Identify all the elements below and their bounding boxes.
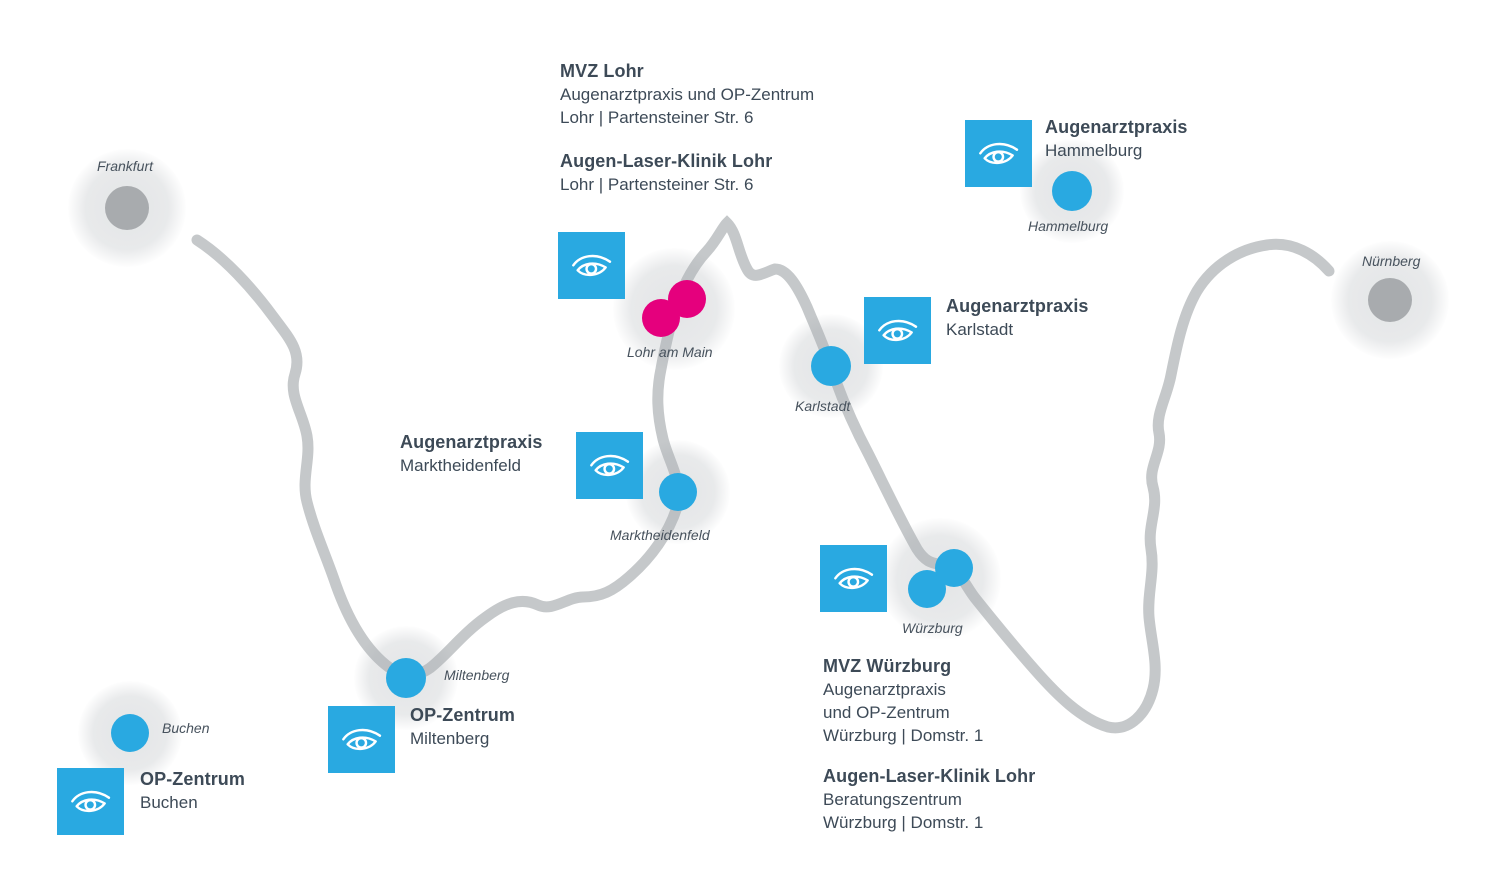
town-label-karlstadt: Karlstadt xyxy=(795,398,851,414)
town-label-buchen: Buchen xyxy=(162,720,210,736)
city-marker-frankfurt xyxy=(105,186,149,230)
clinic-line: Karlstadt xyxy=(946,320,1014,339)
clinic-line: Buchen xyxy=(140,793,198,812)
town-label-hammelburg: Hammelburg xyxy=(1028,218,1109,234)
eye-logo-icon-hammelburg xyxy=(965,120,1032,187)
clinic-title: Augenarztpraxis xyxy=(400,432,543,452)
clinic-line: Lohr | Partensteiner Str. 6 xyxy=(560,108,754,127)
clinic-title: OP-Zentrum xyxy=(140,769,246,789)
eye-logo-icon-marktheidenfeld xyxy=(576,432,643,499)
town-marker-miltenberg xyxy=(386,658,426,698)
clinic-line: Beratungszentrum xyxy=(823,790,962,809)
town-marker-marktheidenfeld xyxy=(659,473,697,511)
clinic-line: Augenarztpraxis xyxy=(823,680,946,699)
eye-logo-icon-buchen xyxy=(57,768,124,835)
clinic-line: und OP-Zentrum xyxy=(823,703,950,722)
eye-logo-icon-karlstadt xyxy=(864,297,931,364)
town-label-lohr-am-main: Lohr am Main xyxy=(627,344,713,360)
clinic-label-karlstadt: Augenarztpraxis Karlstadt xyxy=(946,295,1089,341)
town-marker-buchen xyxy=(111,714,149,752)
clinic-line: Miltenberg xyxy=(410,729,490,748)
town-label-nuernberg: Nürnberg xyxy=(1362,253,1421,269)
clinic-line: Hammelburg xyxy=(1045,141,1143,160)
clinic-line: Marktheidenfeld xyxy=(400,456,521,475)
clinic-label-miltenberg: OP-Zentrum Miltenberg xyxy=(410,704,515,750)
town-label-marktheidenfeld: Marktheidenfeld xyxy=(610,527,710,543)
eye-logo-icon-lohr xyxy=(558,232,625,299)
clinic-label-augen-laser-klinik-wuerzburg: Augen-Laser-Klinik Lohr Beratungszentrum… xyxy=(823,765,1035,834)
clinic-line: Würzburg | Domstr. 1 xyxy=(823,813,984,832)
clinic-label-buchen: OP-Zentrum Buchen xyxy=(140,768,245,814)
clinic-title: MVZ Würzburg xyxy=(823,656,952,676)
clinic-line: Augenarztpraxis und OP-Zentrum xyxy=(560,85,815,104)
clinic-label-hammelburg: Augenarztpraxis Hammelburg xyxy=(1045,116,1188,162)
town-marker-karlstadt xyxy=(811,346,851,386)
town-label-wuerzburg: Würzburg xyxy=(902,620,963,636)
clinic-label-marktheidenfeld: Augenarztpraxis Marktheidenfeld xyxy=(400,431,543,477)
clinic-title: Augenarztpraxis xyxy=(1045,117,1188,137)
clinic-title: Augen-Laser-Klinik Lohr xyxy=(560,151,773,171)
clinic-line: Lohr | Partensteiner Str. 6 xyxy=(560,175,754,194)
clinic-title: MVZ Lohr xyxy=(560,61,644,81)
clinic-label-mvz-wuerzburg: MVZ Würzburg Augenarztpraxis und OP-Zent… xyxy=(823,655,983,747)
town-label-frankfurt: Frankfurt xyxy=(97,158,154,174)
clinic-line: Würzburg | Domstr. 1 xyxy=(823,726,984,745)
town-marker-hammelburg xyxy=(1052,171,1092,211)
clinic-label-mvz-lohr: MVZ Lohr Augenarztpraxis und OP-Zentrum … xyxy=(560,60,814,129)
city-marker-nuernberg xyxy=(1368,278,1412,322)
clinic-title: Augen-Laser-Klinik Lohr xyxy=(823,766,1036,786)
clinic-title: Augenarztpraxis xyxy=(946,296,1089,316)
town-marker-lohr-2 xyxy=(668,280,706,318)
clinic-label-augen-laser-klinik-lohr: Augen-Laser-Klinik Lohr Lohr | Partenste… xyxy=(560,150,772,196)
town-marker-wuerzburg-2 xyxy=(935,549,973,587)
eye-logo-icon-wuerzburg xyxy=(820,545,887,612)
town-label-miltenberg: Miltenberg xyxy=(444,667,510,683)
clinic-title: OP-Zentrum xyxy=(410,705,516,725)
eye-logo-icon-miltenberg xyxy=(328,706,395,773)
